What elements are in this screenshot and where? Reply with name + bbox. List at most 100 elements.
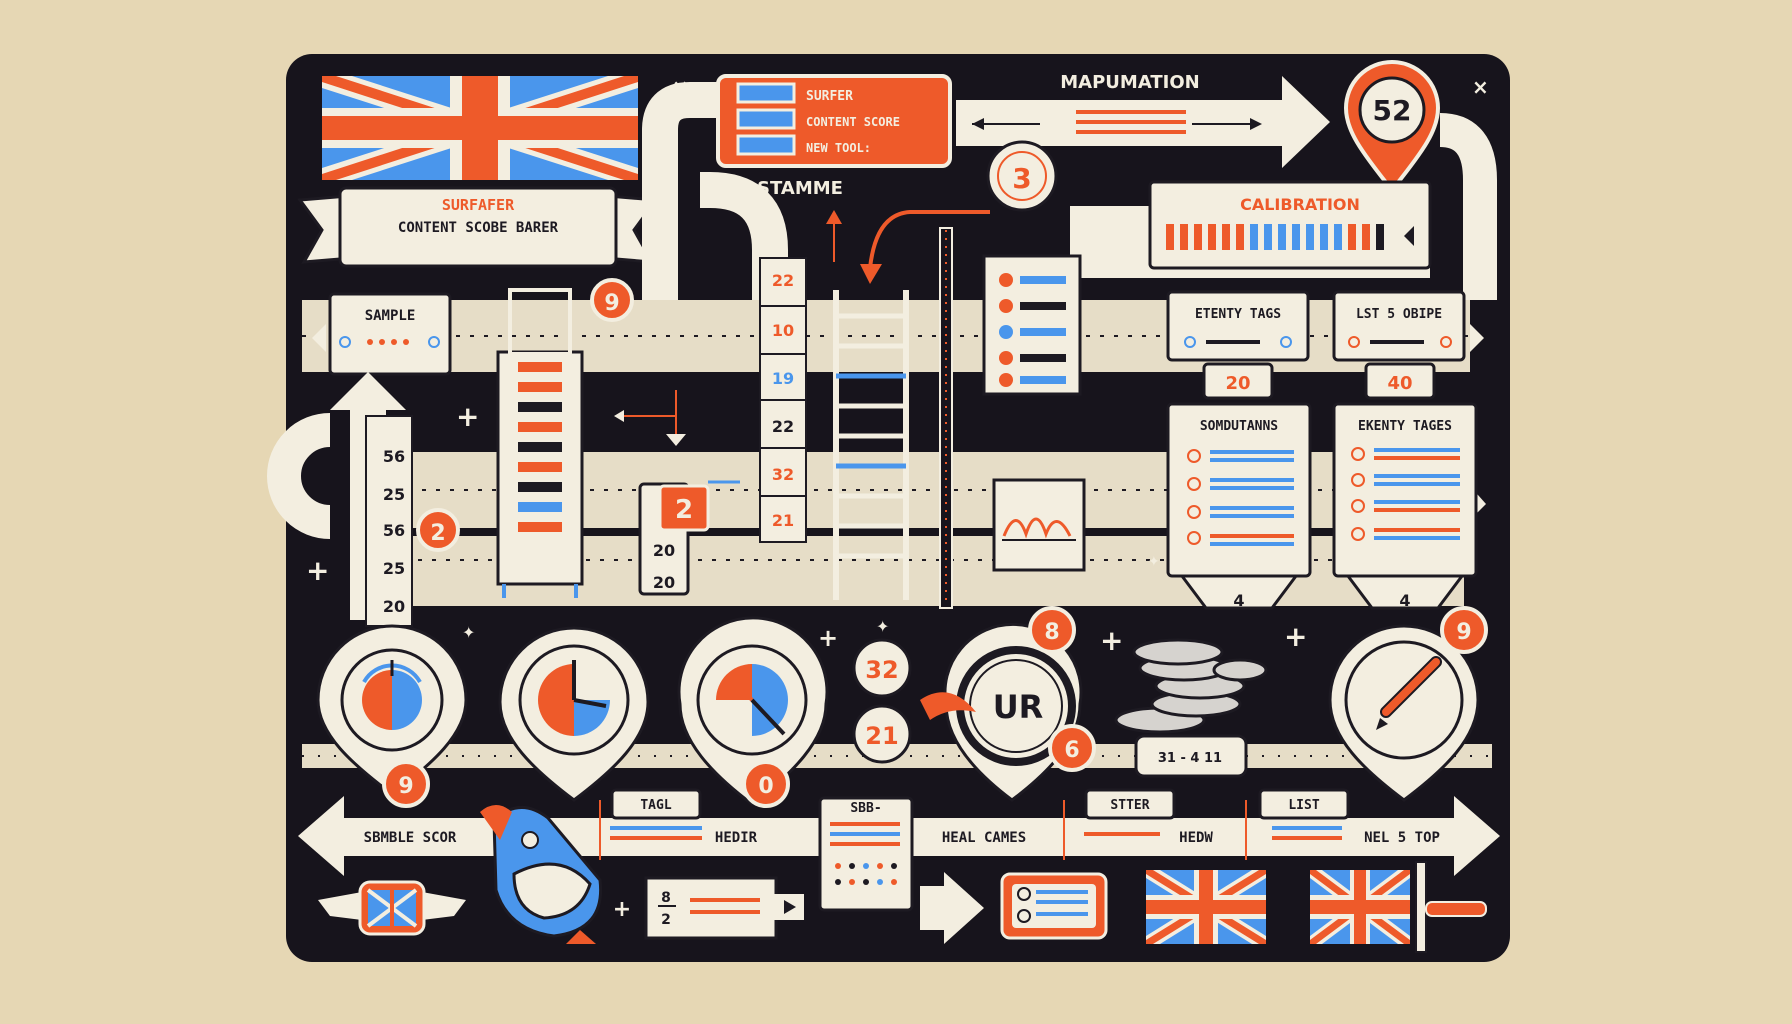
tag-card-3: SOMDUTANNS 4 — [1166, 402, 1312, 610]
badge-9-left: 9 — [590, 278, 634, 322]
stamme-label: STAMME — [757, 178, 843, 199]
sample-scor-text: SBMBLE SCOR — [364, 830, 457, 846]
surfer-card: SURFER CONTENT SCORE NEW TOOL: — [716, 74, 952, 168]
uk-flag-icon-bottom-1 — [1146, 870, 1266, 944]
badge-gauge-9-number: 9 — [398, 774, 413, 799]
plus-sign: + — [613, 897, 631, 922]
left-num-3: 25 — [383, 559, 405, 578]
svg-text:+: + — [1100, 624, 1123, 657]
svg-text:✦: ✦ — [1148, 554, 1160, 570]
svg-text:✦: ✦ — [660, 259, 673, 278]
top-label: MAPUMATION — [1060, 72, 1199, 93]
bubble-32: 32 — [865, 656, 898, 684]
surfer-card-line2: CONTENT SCORE — [806, 115, 900, 129]
banner-title: SURFAFER — [442, 196, 515, 214]
fraction-bottom: 2 — [661, 912, 671, 928]
col-num-0: 22 — [772, 271, 794, 290]
surfer-card-line1: SURFER — [806, 89, 853, 104]
tag-value-20-text: 20 — [1225, 373, 1250, 394]
fraction-card: 8 2 — [644, 876, 778, 940]
map-pin-icon: 52 — [1343, 60, 1441, 194]
svg-text:✦: ✦ — [462, 623, 475, 642]
small-num-1: 20 — [653, 573, 675, 592]
number-bubbles: 32 21 — [852, 638, 912, 764]
curved-pipe — [642, 82, 720, 300]
tag-card-2: LST 5 OBIPE — [1332, 290, 1466, 362]
tag-card-4-title: EKENTY TAGES — [1358, 419, 1452, 434]
svg-text:+: + — [818, 624, 838, 652]
badge-2-center: 20 20 2 — [638, 480, 740, 596]
tag-value-40-text: 40 — [1387, 373, 1412, 394]
pen-icon — [1376, 656, 1442, 730]
badge-pen-9: 9 — [1440, 606, 1488, 654]
number-column: 22 10 19 22 32 21 — [759, 257, 807, 543]
flag-pole-icon — [1415, 861, 1487, 953]
tag-card-1: ETENTY TAGS — [1166, 290, 1310, 362]
left-num-2: 56 — [383, 521, 405, 540]
tag-card-2-title: LST 5 OBIPE — [1356, 307, 1442, 322]
col-num-4: 32 — [772, 465, 794, 484]
nel5top-text: NEL 5 TOP — [1364, 830, 1440, 846]
disc-gauge: UR — [920, 622, 1083, 802]
calibration-panel: CALIBRATION — [1070, 180, 1432, 278]
circle-badge: 3 — [986, 140, 1058, 212]
badge-2-center-number: 2 — [675, 495, 693, 525]
col-num-1: 10 — [772, 321, 794, 340]
sample-card: SAMPLE — [328, 292, 452, 376]
tag-card-1-title: ETENTY TAGS — [1195, 307, 1281, 322]
tab-list: LIST — [1258, 788, 1350, 820]
cross-connector — [614, 390, 686, 446]
tab-stter-label: STTER — [1110, 798, 1149, 813]
col-num-3: 22 — [772, 417, 794, 436]
tab-sbb-label: SBB- — [850, 801, 881, 816]
list-stack — [982, 254, 1086, 572]
tab-sbb: SBB- — [818, 796, 914, 912]
tab-stter: STTER — [1084, 788, 1176, 820]
tag-card-3-title: SOMDUTANNS — [1200, 419, 1278, 434]
svg-text:+: + — [1284, 620, 1307, 653]
badge-disc-8-number: 8 — [1044, 620, 1059, 645]
col-num-5: 21 — [772, 511, 794, 530]
coin-stack-icon: 31 - 4 11 — [1114, 638, 1268, 778]
left-num-0: 56 — [383, 447, 405, 466]
disc-label: UR — [993, 688, 1044, 726]
top-arrow — [956, 76, 1330, 168]
svg-text:×: × — [1466, 257, 1488, 287]
tag-value-40: 40 — [1364, 362, 1436, 400]
badge-gauge-0-number: 0 — [758, 774, 773, 799]
tag-card-4: EKENTY TAGES 4 — [1332, 402, 1478, 610]
badge-disc-6-number: 6 — [1064, 738, 1079, 763]
circle-number-3: 3 — [1012, 162, 1031, 195]
stack-tower — [496, 288, 584, 598]
svg-text:+: + — [306, 554, 329, 587]
col-num-2: 19 — [772, 369, 794, 388]
ladder — [833, 290, 909, 600]
tag-card-4-foot: 4 — [1399, 591, 1410, 610]
small-num-0: 20 — [653, 541, 675, 560]
left-num-1: 25 — [383, 485, 405, 504]
heal-cames-text: HEAL CAMES — [942, 830, 1026, 846]
winged-badge-icon — [318, 880, 466, 936]
bubble-21: 21 — [865, 722, 898, 750]
gauge-1 — [316, 624, 468, 796]
pin-number: 52 — [1373, 94, 1412, 127]
gauge-clock-1 — [498, 626, 650, 802]
tag-value-20: 20 — [1202, 362, 1274, 400]
hedir-text: HEDIR — [715, 830, 758, 846]
ribbon-banner: SURFAFER CONTENT SCOBE BARER — [297, 186, 659, 268]
svg-text:+: + — [456, 400, 479, 433]
mascot-icon — [480, 805, 603, 944]
id-card-icon — [1000, 872, 1108, 940]
badge-pen-9-number: 9 — [1456, 620, 1471, 645]
tab-tagl: TAGL — [610, 788, 702, 820]
pen-gauge — [1328, 624, 1480, 802]
tab-tagl-label: TAGL — [640, 798, 671, 813]
banner-subtitle: CONTENT SCOBE BARER — [398, 220, 559, 236]
sparkle-icons: × × × + + + + + ✦ ✦ ✦ ✦ — [306, 75, 1489, 657]
badge-2-left: 2 — [416, 508, 460, 552]
surfer-card-line3: NEW TOOL: — [806, 141, 871, 155]
svg-text:✦: ✦ — [876, 617, 889, 636]
vertical-scale — [939, 227, 953, 609]
left-vertical-arrow: 56 25 56 25 20 — [330, 372, 413, 627]
svg-text:×: × — [672, 75, 689, 99]
